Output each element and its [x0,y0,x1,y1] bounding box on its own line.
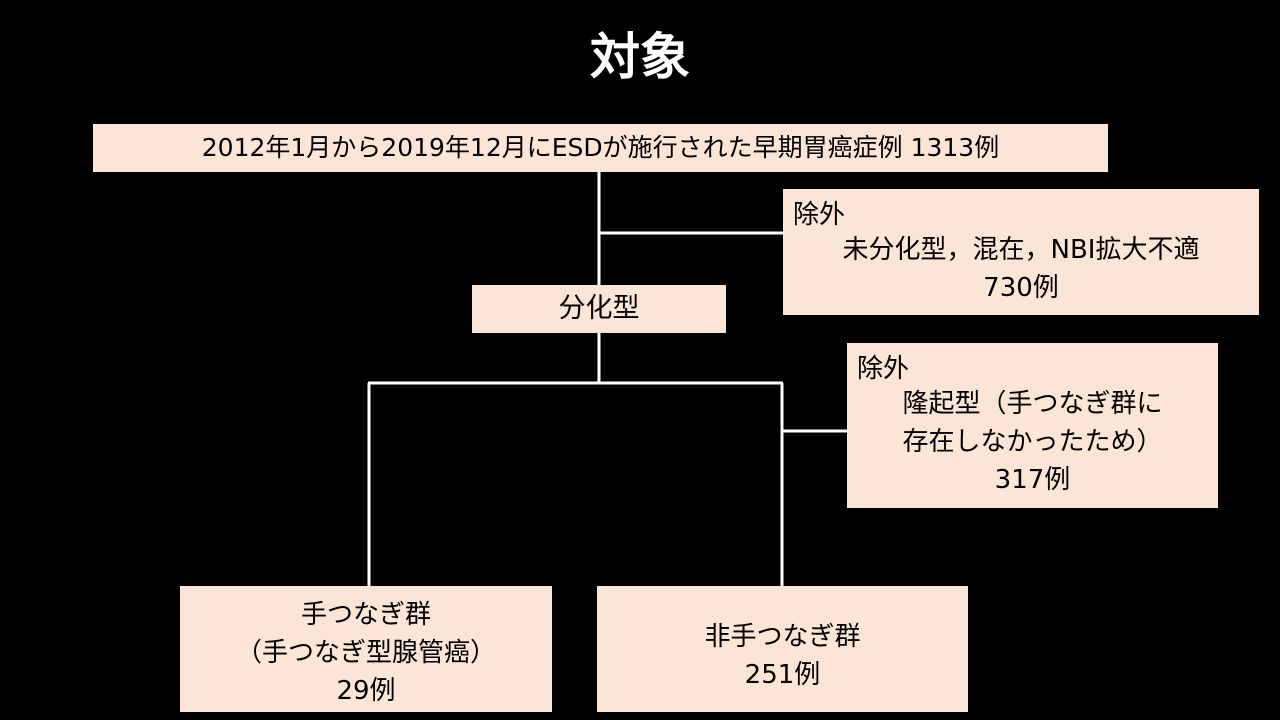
exclusion-1-count: 730例 [983,273,1059,303]
box-non-hand-group: 非手つなぎ群 251例 [597,586,968,712]
exclusion-2-count: 317例 [994,465,1071,495]
exclusion-2-criteria-line1: 隆起型（手つなぎ群に [902,389,1163,419]
non-hand-group-count: 251例 [744,660,821,690]
exclusion-1-criteria: 未分化型，混在，NBI拡大不適 [842,235,1200,265]
hand-group-count: 29例 [336,676,396,706]
exclusion-2-criteria-line2: 存在しなかったため） [902,427,1163,457]
box-exclusion-1: 除外 未分化型，混在，NBI拡大不適 730例 [783,189,1259,315]
hand-group-title: 手つなぎ群 [300,600,431,630]
box-exclusion-2: 除外 隆起型（手つなぎ群に 存在しなかったため） 317例 [847,343,1218,508]
slide-title: 対象 [590,28,690,86]
box-all-cases-text: 2012年1月から2019年12月にESDが施行された早期胃癌症例 1313例 [201,133,1000,162]
box-differentiated-text: 分化型 [558,293,640,324]
hand-group-subtitle: （手つなぎ型腺管癌） [235,638,496,668]
box-hand-group: 手つなぎ群 （手つなぎ型腺管癌） 29例 [180,586,552,712]
box-all-cases: 2012年1月から2019年12月にESDが施行された早期胃癌症例 1313例 [93,124,1108,172]
box-differentiated: 分化型 [472,285,726,333]
exclusion-2-heading: 除外 [857,354,910,384]
non-hand-group-title: 非手つなぎ群 [704,622,861,652]
exclusion-1-heading: 除外 [793,200,846,230]
